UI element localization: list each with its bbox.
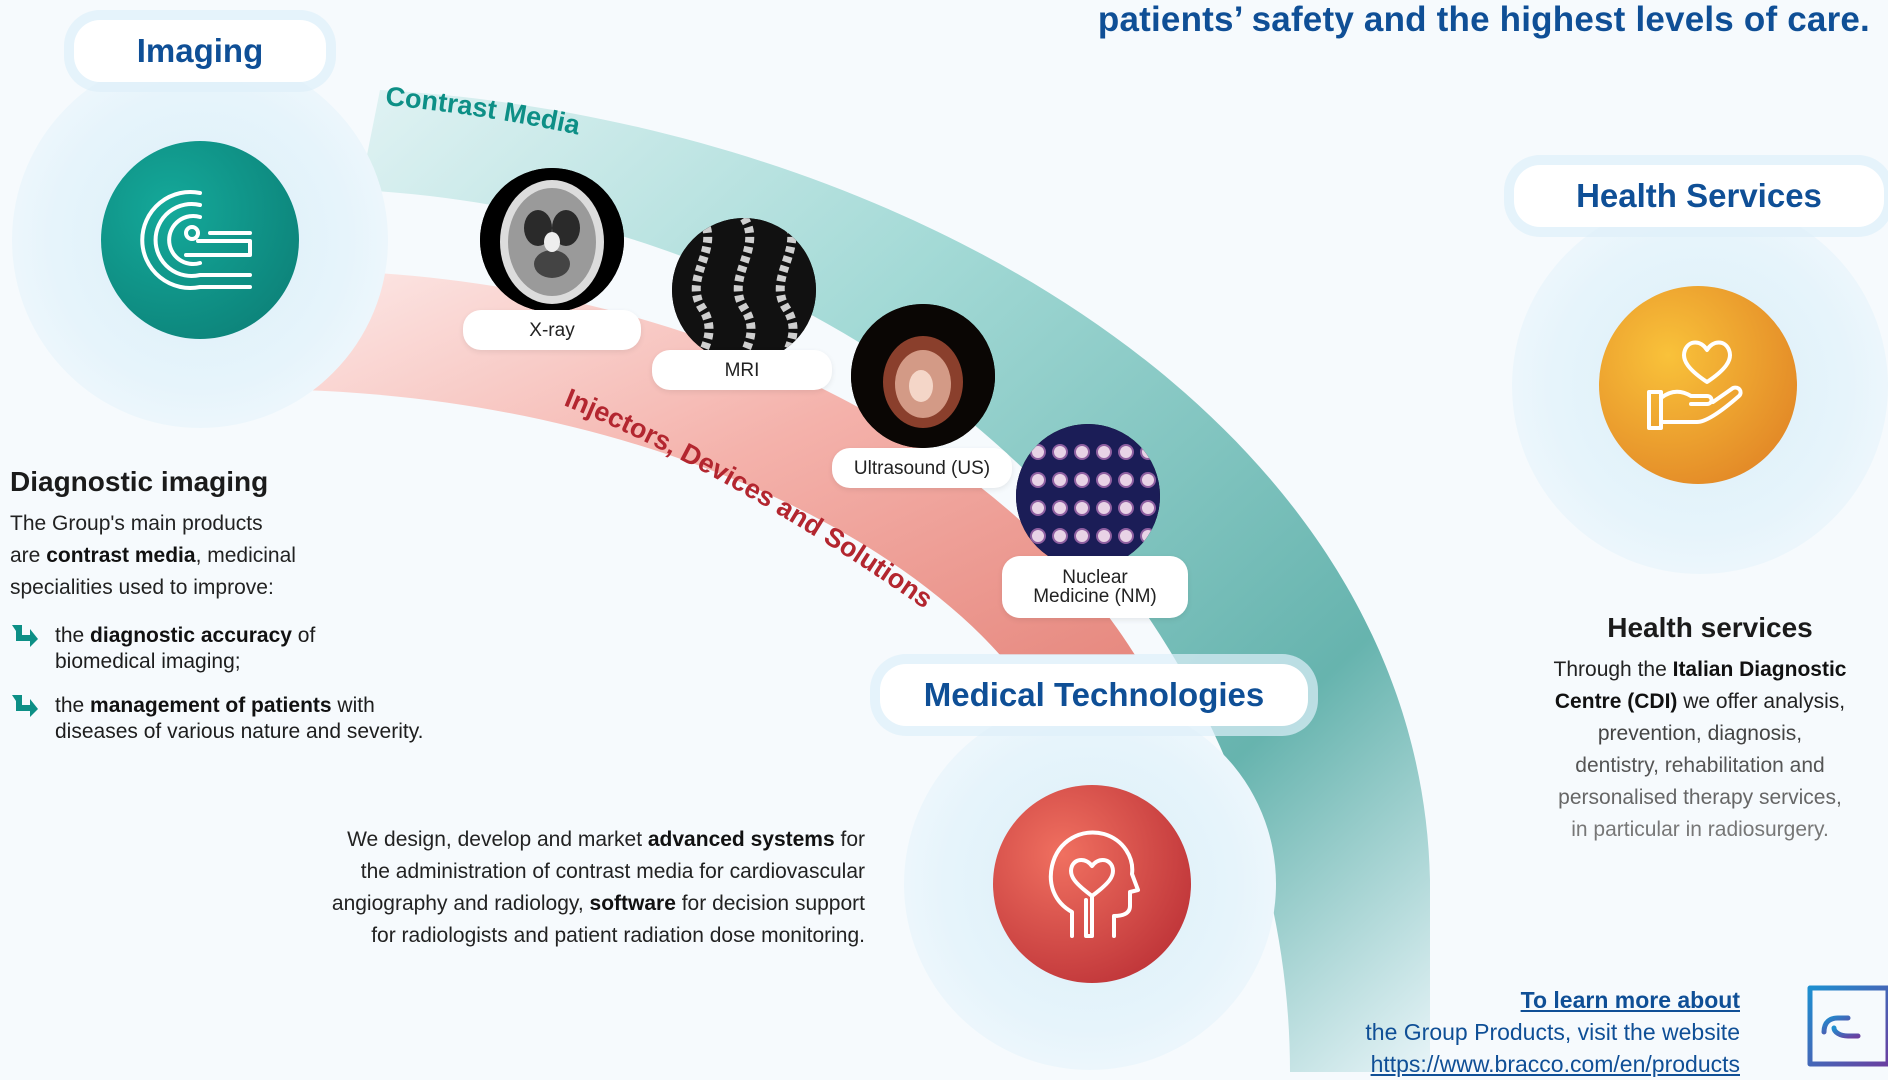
ultrasound-thumbnail [851, 304, 995, 448]
medtech-line2: the administration of contrast media for… [360, 860, 865, 883]
bullet-management-of-patients: the management of patients with diseases… [10, 693, 490, 745]
imaging-pill: Imaging [74, 20, 326, 82]
nuclear-medicine-thumbnail [1016, 424, 1160, 568]
medtech-text: for [834, 828, 865, 851]
nuclear-medicine-label-line2: Medicine (NM) [1033, 586, 1157, 607]
medtech-description: We design, develop and market advanced s… [160, 824, 865, 952]
health-line1: Through the Italian Diagnostic [1520, 654, 1880, 686]
learn-more-line: the Group Products, visit the website [1365, 1019, 1740, 1045]
health-text: we offer analysis, [1677, 690, 1846, 713]
imaging-disc [101, 141, 299, 339]
health-line4: dentistry, rehabilitation and [1575, 754, 1825, 777]
medtech-text: angiography and radiology, [331, 892, 590, 915]
intro-text: , medicinal [195, 544, 296, 567]
bullet1-line2: biomedical imaging; [55, 650, 241, 673]
bullet1-text: the [55, 624, 91, 647]
ultrasound-label: Ultrasound (US) [832, 448, 1012, 488]
medtech-pill: Medical Technologies [880, 664, 1308, 726]
health-line6: in particular in radiosurgery. [1571, 818, 1829, 841]
medtech-text: We design, develop and market [347, 828, 648, 851]
bullet2-line2: diseases of various nature and severity. [55, 720, 424, 743]
products-link[interactable]: https://www.bracco.com/en/products [1370, 1051, 1740, 1077]
nuclear-medicine-label: Nuclear Medicine (NM) [1002, 556, 1188, 618]
mri-scanner-icon [140, 190, 252, 290]
headline: patients’ safety and the highest levels … [1097, 0, 1870, 39]
xray-thumbnail [480, 168, 624, 312]
mri-thumbnail [672, 218, 816, 362]
health-bold: Centre (CDI) [1554, 690, 1678, 713]
health-line3: prevention, diagnosis, [1597, 722, 1803, 745]
health-bold: Italian Diagnostic [1672, 658, 1847, 681]
medtech-text: for decision support [675, 892, 865, 915]
bullet2-bold: management of patients [90, 694, 332, 717]
bullet-diagnostic-accuracy: the diagnostic accuracy of biomedical im… [10, 623, 430, 675]
bullet2-text: with [331, 694, 375, 717]
medtech-bold: advanced systems [647, 828, 835, 851]
website-link-icon[interactable] [1796, 984, 1888, 1072]
health-services-pill: Health Services [1514, 165, 1884, 227]
bullet-arrow-icon [10, 693, 55, 745]
bullet2-line1: the management of patients with [55, 693, 423, 719]
bullet1-line1: the diagnostic accuracy of [55, 623, 315, 649]
hand-heart-icon [1647, 340, 1743, 430]
bullet1-bold: diagnostic accuracy [90, 624, 292, 647]
health-disc [1599, 286, 1797, 484]
contrast-media-arc-label: Contrast Media [384, 81, 583, 141]
intro-bold: contrast media [46, 544, 196, 567]
diagnostic-imaging-title: Diagnostic imaging [10, 466, 269, 497]
medtech-line4: for radiologists and patient radiation d… [371, 924, 865, 947]
medtech-line1: We design, develop and market advanced s… [160, 824, 865, 856]
xray-label: X-ray [463, 310, 641, 350]
health-services-description: Through the Italian Diagnostic Centre (C… [1520, 654, 1880, 846]
head-heart-icon [1048, 830, 1140, 938]
bullet1-text: of [291, 624, 316, 647]
diagnostic-imaging-intro: The Group's main products are contrast m… [10, 508, 410, 604]
bullet-arrow-icon [10, 623, 55, 675]
health-line2: Centre (CDI) we offer analysis, [1520, 686, 1880, 718]
mri-label: MRI [652, 350, 832, 390]
medtech-disc [993, 785, 1191, 983]
medtech-bold: software [589, 892, 676, 915]
learn-more-heading[interactable]: To learn more about [1520, 987, 1740, 1013]
red-arc [300, 272, 1135, 655]
health-services-title: Health services [1607, 612, 1813, 643]
intro-line1: The Group's main products [10, 512, 263, 535]
nuclear-medicine-label-line1: Nuclear [1062, 567, 1128, 588]
learn-more-block: To learn more about the Group Products, … [1200, 984, 1740, 1080]
health-text: Through the [1553, 658, 1673, 681]
intro-line3: specialities used to improve: [10, 576, 274, 599]
teal-arc [360, 90, 1430, 1072]
health-line5: personalised therapy services, [1558, 786, 1842, 809]
bullet2-text: the [55, 694, 91, 717]
medtech-line3: angiography and radiology, software for … [160, 888, 865, 920]
intro-line2: are contrast media, medicinal [10, 540, 410, 572]
intro-text: are [10, 544, 47, 567]
svg-text:Contrast Media: Contrast Media [384, 81, 583, 141]
